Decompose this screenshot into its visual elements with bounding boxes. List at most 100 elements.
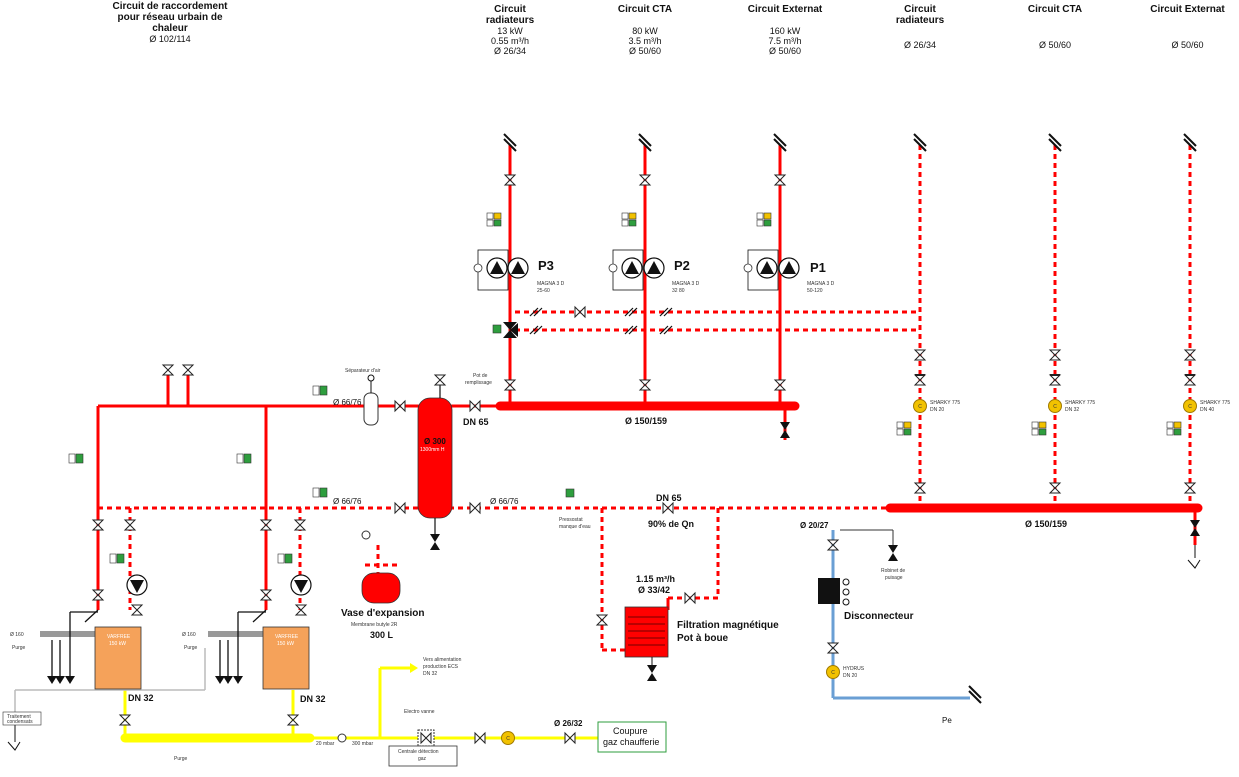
boiler-right-dn: DN 32 (300, 694, 326, 704)
header-externat-2: Circuit Externat Ø 50/60 (1140, 4, 1235, 50)
qn-label: 90% de Qn (648, 519, 695, 529)
header-radiateurs-1: Circuit radiateurs 13 kW 0.55 m³/h Ø 26/… (470, 4, 550, 56)
header-diameter: Ø 26/34 (903, 40, 937, 50)
pressure-300: 300 mbar (352, 741, 374, 747)
air-separator (363, 374, 379, 426)
condensate-lines (14, 648, 206, 712)
dn-label: DN 65 (656, 493, 682, 503)
tank-height: 1300mm H (420, 447, 445, 453)
diameter-label: Ø 66/76 (333, 497, 362, 506)
header-diameter: Ø 50/60 (1171, 40, 1204, 50)
coupure-label: Coupure (613, 726, 648, 736)
ecs-label-2: production ECS (423, 664, 459, 670)
pump-p3-name: P3 (538, 258, 554, 273)
pump-p3-size: 25-60 (537, 288, 550, 294)
coupure-label-2: gaz chaufferie (603, 737, 660, 747)
header-flow: 3.5 m³/h (628, 36, 662, 46)
expansion-vessel (361, 572, 401, 604)
pump-arrows (130, 261, 796, 593)
meter-rad-model: SHARKY 775 (930, 400, 961, 406)
header-radiateurs-2: Circuit radiateurs Ø 26/34 (880, 4, 960, 50)
meter-ext-model: SHARKY 775 (1200, 400, 1231, 406)
header-diameter: Ø 50/60 (768, 46, 802, 56)
boiler-right-power: 150 kW (277, 641, 294, 647)
ecs-label-1: Vers alimentation (423, 657, 462, 663)
hydrus-dn: DN 20 (843, 673, 858, 679)
boiler-drains (47, 676, 243, 684)
header-title: Circuit de raccordement (112, 1, 228, 12)
flue-diameter-right: Ø 160 (182, 632, 196, 638)
vase-volume: 300 L (370, 630, 394, 640)
header-title: Circuit (494, 4, 526, 15)
pot-label-2: remplissage (465, 380, 492, 386)
purge-right: Purge (184, 645, 198, 651)
gas-valve-box (2, 711, 667, 767)
collector-diameter: Ø 150/159 (1025, 519, 1068, 529)
header-cta-2: Circuit CTA Ø 50/60 (1015, 4, 1095, 50)
header-title: Circuit Externat (1150, 4, 1225, 15)
condensate-label: Traitement (7, 714, 31, 720)
header-title: radiateurs (895, 15, 945, 26)
meter-cta-dn: DN 32 (1065, 407, 1080, 413)
header-cta-1: Circuit CTA 80 kW 3.5 m³/h Ø 50/60 (600, 4, 690, 56)
magnetic-filter (624, 606, 669, 658)
boiler-piping (51, 609, 267, 676)
robinet-label-2: puisage (885, 575, 903, 581)
header-power: 80 kW (632, 26, 658, 36)
disconnector (818, 578, 850, 606)
pump-p2-model: MAGNA 3 D (672, 281, 700, 287)
pressure-20: 20 mbar (316, 741, 335, 747)
meter-ext-dn: DN 40 (1200, 407, 1215, 413)
header-title: Circuit (904, 4, 936, 15)
meter-cta-model: SHARKY 775 (1065, 400, 1096, 406)
electrovanne-label: Electro vanne (404, 709, 435, 715)
water-diameter: Ø 20/27 (800, 521, 829, 530)
pump-p2-size: 32 80 (672, 288, 685, 294)
boiler-right (262, 626, 310, 690)
disconnecteur-label: Disconnecteur (844, 611, 914, 622)
header-title: Circuit CTA (617, 4, 673, 15)
three-way-valve (492, 322, 518, 338)
header-title: pour réseau urbain de (117, 12, 223, 23)
gas-pipe (120, 663, 598, 743)
pressostat-label: Pressostat (559, 517, 583, 523)
pump-p3-model: MAGNA 3 D (537, 281, 565, 287)
diameter-label: Ø 66/76 (333, 398, 362, 407)
header-diameter: Ø 26/34 (493, 46, 527, 56)
boiler-left-dn: DN 32 (128, 693, 154, 703)
header-title: chaleur (152, 23, 188, 34)
header-raccordement: Circuit de raccordement pour réseau urba… (110, 1, 230, 44)
pipe-breaks (529, 307, 673, 335)
header-diameter: Ø 102/114 (149, 34, 191, 44)
header-power: 13 kW (497, 26, 523, 36)
boiler-left-power: 150 kW (109, 641, 126, 647)
header-title: Circuit Externat (747, 4, 823, 15)
boiler-left-brand: VARFREE (107, 634, 131, 640)
tank-diameter: Ø 300 (424, 437, 446, 446)
header-externat-1: Circuit Externat 160 kW 7.5 m³/h Ø 50/60 (735, 4, 835, 56)
flue-diameter-left: Ø 160 (10, 632, 24, 638)
header-title: radiateurs (485, 15, 535, 26)
separateur-label: Séparateur d'air (345, 368, 381, 374)
header-flow: 7.5 m³/h (768, 36, 802, 46)
buffer-tank (417, 397, 453, 519)
header-flow: 0.55 m³/h (490, 36, 530, 46)
header-title: Circuit CTA (1027, 4, 1083, 15)
collector-diameter: Ø 150/159 (625, 416, 668, 426)
boiler-left (94, 626, 142, 690)
centrale-label: Centrale détection (398, 749, 439, 755)
pe-label: Pe (942, 716, 952, 725)
supply-pipes (96, 145, 1203, 610)
dn-label: DN 65 (463, 417, 489, 427)
robinet-label: Robinet de (881, 568, 906, 574)
ecs-label-3: DN 32 (423, 671, 438, 677)
pot-label: Pot de (473, 373, 488, 379)
header-diameter: Ø 50/60 (1038, 40, 1072, 50)
gauges (68, 212, 1182, 564)
gas-diameter: Ø 26/32 (554, 719, 583, 728)
pressostat-label-2: manque d'eau (559, 524, 591, 530)
filter-flow: 1.15 m³/h (636, 574, 676, 584)
purge-left: Purge (12, 645, 26, 651)
filter-diameter: Ø 33/42 (638, 585, 671, 595)
centrale-label-2: gaz (418, 756, 427, 762)
